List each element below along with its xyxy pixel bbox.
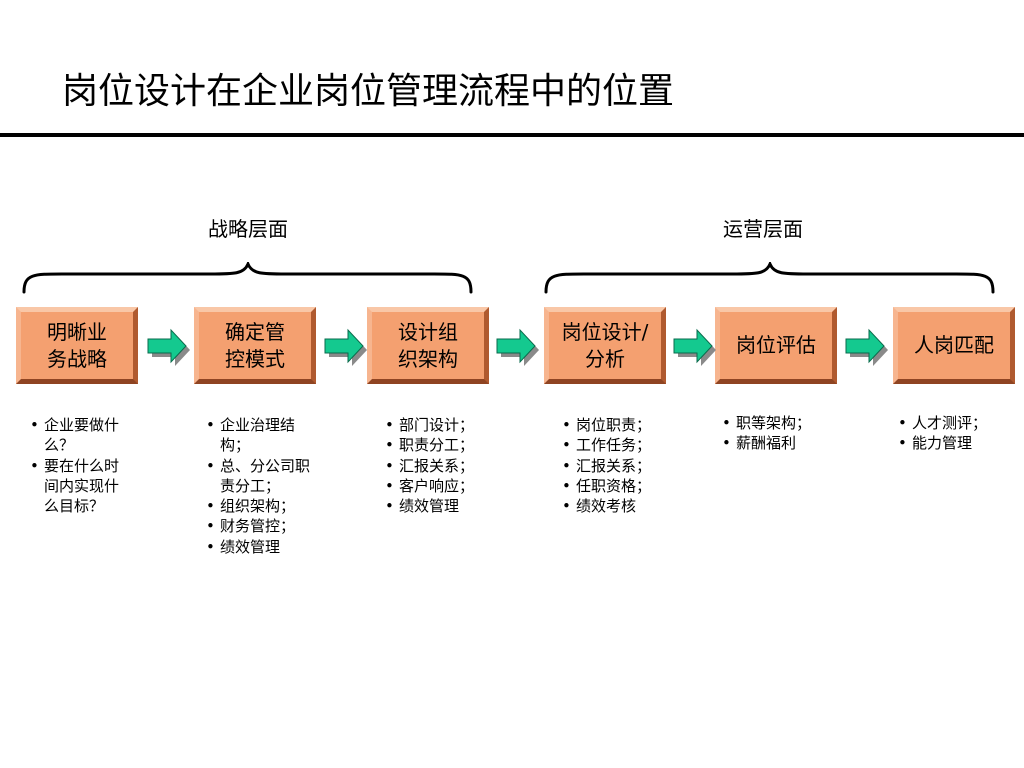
flow-arrow-icon — [324, 328, 367, 366]
step-label: 明晰业务战略 — [47, 319, 107, 371]
step-label: 确定管控模式 — [225, 319, 285, 371]
step-determine-control-mode: 确定管控模式 — [194, 307, 316, 384]
step-job-design-analysis: 岗位设计/分析 — [544, 307, 666, 384]
step-1-bullet-list: 企业要做什么？ 要在什么时间内实现什么目标？ — [30, 415, 126, 516]
list-item: 财务管控； — [206, 516, 316, 537]
list-item: 岗位职责； — [562, 415, 672, 436]
list-item: 任职资格； — [562, 476, 672, 497]
list-item: 组织架构； — [206, 496, 316, 517]
list-item: 薪酬福利 — [722, 433, 832, 454]
list-item: 客户响应； — [385, 476, 495, 497]
strategic-brace — [22, 262, 473, 294]
operational-level-label: 运营层面 — [723, 217, 803, 241]
step-6-bullet-list: 人才测评； 能力管理 — [898, 413, 1008, 454]
step-label: 设计组织架构 — [398, 319, 458, 371]
step-job-evaluation: 岗位评估 — [715, 307, 837, 384]
list-item: 绩效管理 — [206, 537, 316, 558]
flow-arrow-icon — [845, 328, 888, 366]
list-item: 职等架构； — [722, 413, 832, 434]
list-item: 工作任务； — [562, 435, 672, 456]
step-design-organization-structure: 设计组织架构 — [367, 307, 489, 384]
step-label: 岗位评估 — [736, 333, 816, 357]
list-item: 职责分工； — [385, 435, 495, 456]
list-item: 能力管理 — [898, 433, 1008, 454]
flow-arrow-icon — [147, 328, 190, 366]
list-item: 总、分公司职责分工； — [206, 456, 316, 497]
list-item: 人才测评； — [898, 413, 1008, 434]
list-item: 绩效考核 — [562, 496, 672, 517]
step-4-bullet-list: 岗位职责； 工作任务； 汇报关系； 任职资格； 绩效考核 — [562, 415, 672, 517]
list-item: 要在什么时间内实现什么目标？ — [30, 456, 126, 517]
list-item: 汇报关系； — [385, 456, 495, 477]
list-item: 汇报关系； — [562, 456, 672, 477]
list-item: 企业要做什么？ — [30, 415, 126, 456]
list-item: 企业治理结构； — [206, 415, 316, 456]
operational-brace — [544, 262, 995, 294]
step-5-bullet-list: 职等架构； 薪酬福利 — [722, 413, 832, 454]
slide-title: 岗位设计在企业岗位管理流程中的位置 — [62, 71, 675, 112]
list-item: 绩效管理 — [385, 496, 495, 517]
title-divider — [0, 133, 1024, 137]
step-clarify-business-strategy: 明晰业务战略 — [16, 307, 138, 384]
list-item: 部门设计； — [385, 415, 495, 436]
step-2-bullet-list: 企业治理结构； 总、分公司职责分工； 组织架构； 财务管控； 绩效管理 — [206, 415, 316, 557]
step-person-job-matching: 人岗匹配 — [893, 307, 1015, 384]
step-label: 人岗匹配 — [914, 333, 994, 357]
strategic-level-label: 战略层面 — [208, 217, 288, 241]
flow-arrow-icon — [673, 328, 716, 366]
flow-arrow-icon — [496, 328, 539, 366]
step-label: 岗位设计/分析 — [561, 319, 649, 371]
step-3-bullet-list: 部门设计； 职责分工； 汇报关系； 客户响应； 绩效管理 — [385, 415, 495, 517]
